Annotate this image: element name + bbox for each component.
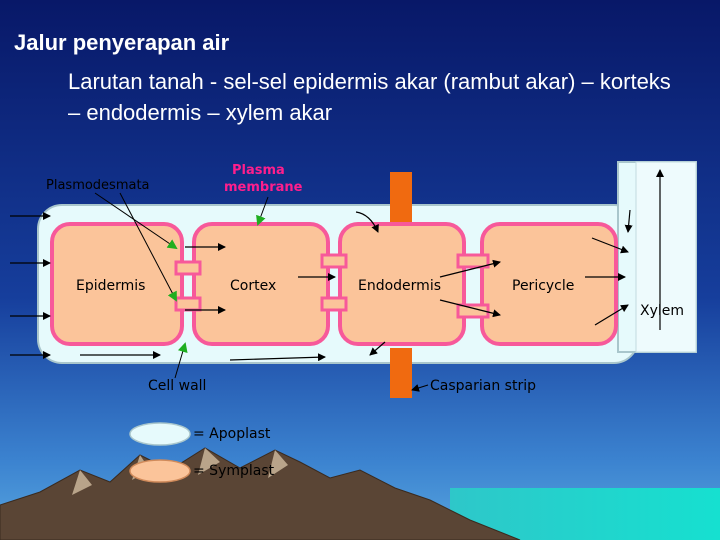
legend-apoplast-label: = Apoplast (193, 426, 271, 442)
legend-apoplast-swatch (130, 423, 190, 445)
endodermis-label: Endodermis (358, 278, 441, 294)
xylem-vessel-inner (636, 162, 696, 352)
plasma-membrane-label-line2: membrane (224, 180, 303, 195)
xylem-label: Xylem (640, 303, 684, 319)
legend-symplast-swatch (130, 460, 190, 482)
cell-wall-label: Cell wall (148, 378, 206, 394)
plasmodesma (176, 298, 200, 310)
plasmodesmata-label: Plasmodesmata (46, 178, 150, 193)
casparian-strip-top (390, 172, 412, 222)
plasmodesma (322, 255, 346, 267)
plasmodesma (322, 298, 346, 310)
slide-subtitle: Larutan tanah - sel-sel epidermis akar (… (68, 66, 688, 128)
epidermis-label: Epidermis (76, 278, 145, 294)
slide-title: Jalur penyerapan air (14, 30, 229, 56)
plasmodesma (176, 262, 200, 274)
plasmodesma (458, 255, 488, 267)
casparian-strip-label: Casparian strip (430, 378, 536, 394)
pericycle-label: Pericycle (512, 278, 574, 294)
legend-symplast-label: = Symplast (193, 463, 275, 479)
plasma-membrane-label-line1: Plasma (232, 163, 285, 178)
casparian-strip-bottom (390, 348, 412, 398)
cortex-label: Cortex (230, 278, 276, 294)
